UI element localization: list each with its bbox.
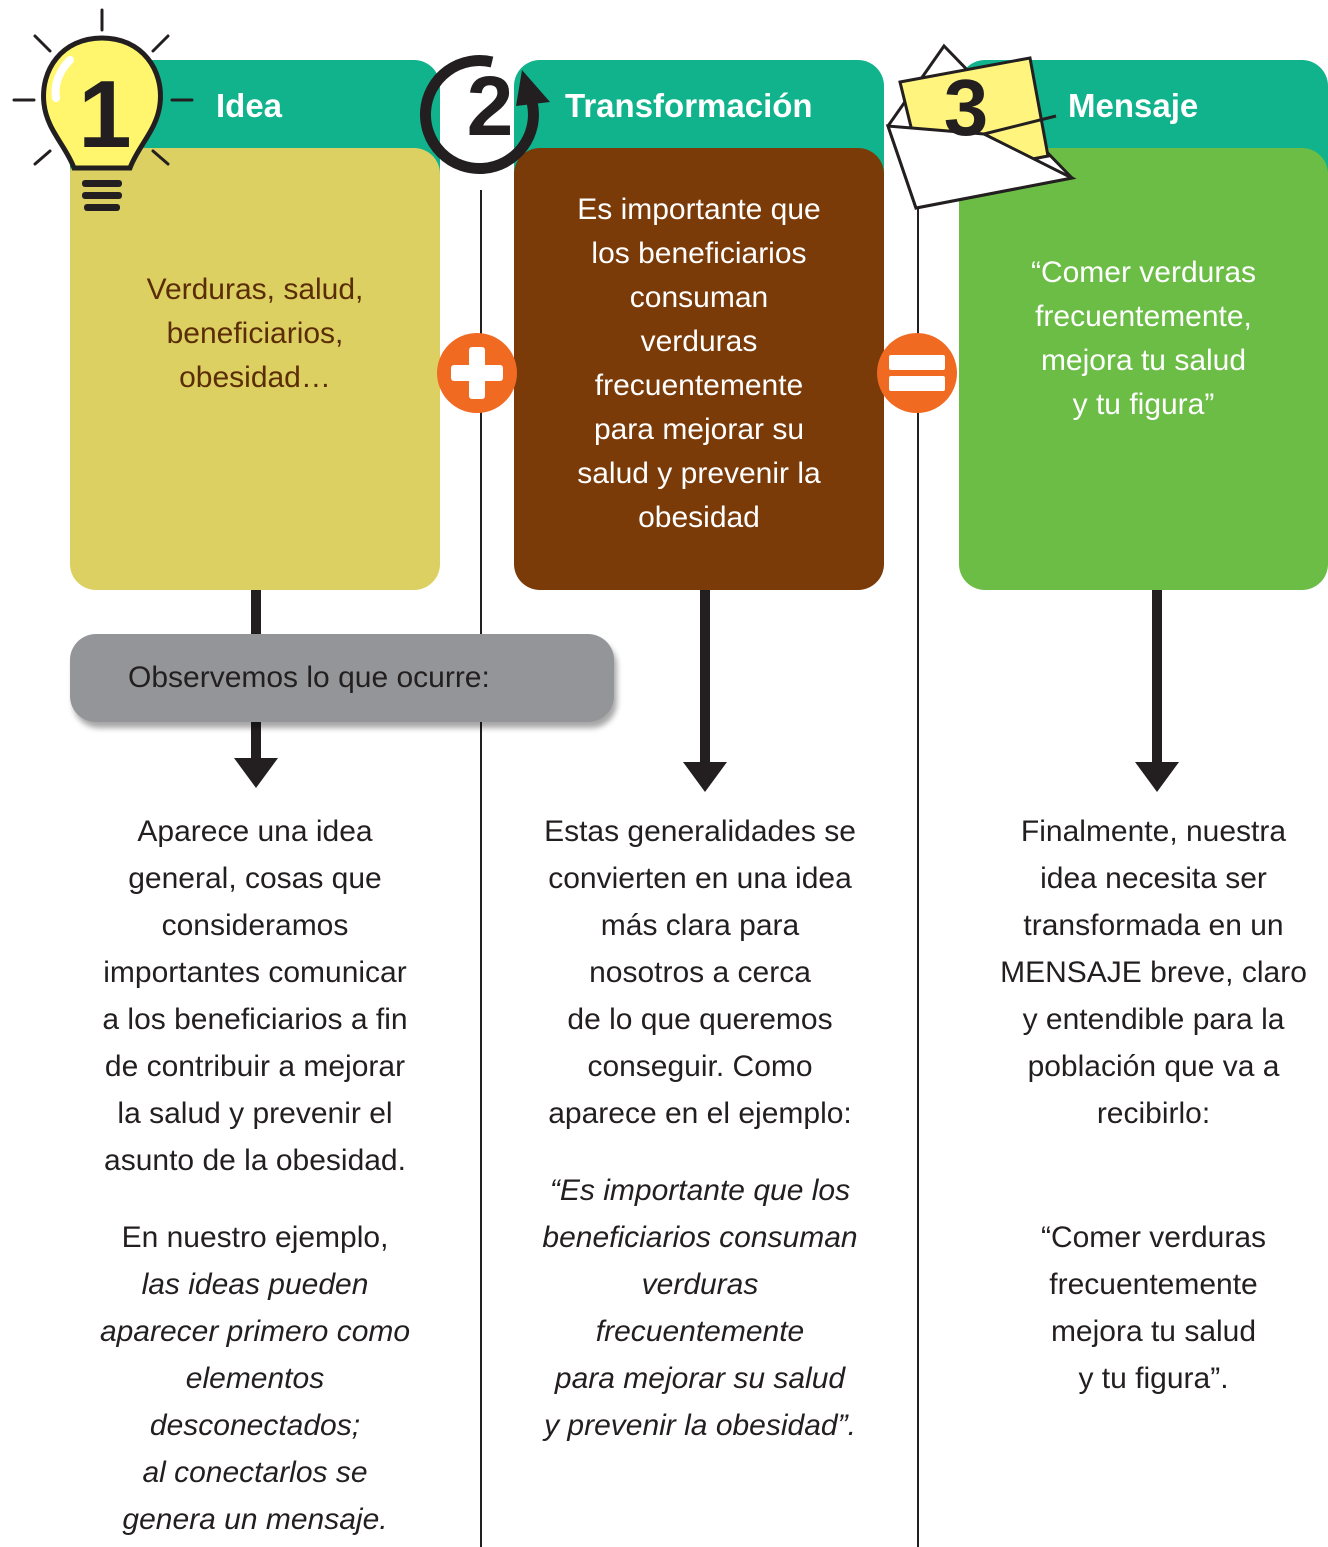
arrow-3-stem	[1152, 590, 1162, 766]
divider-line-2	[917, 190, 919, 1547]
divider-line-1	[480, 190, 482, 1547]
step-2-description: Estas generalidades se convierten en una…	[544, 815, 856, 1130]
arrow-2-stem	[700, 590, 710, 766]
transformation-card: Es importante que los beneficiarios cons…	[514, 148, 884, 590]
lightbulb-icon	[0, 0, 200, 230]
idea-card: Verduras, salud, beneficiarios, obesidad…	[70, 148, 440, 590]
arrow-3-head	[1135, 762, 1179, 792]
arrow-1-head	[234, 758, 278, 788]
step-1-example-intro: En nuestro ejemplo,	[121, 1221, 389, 1254]
step-1-number: 1	[78, 61, 132, 168]
message-card: “Comer verduras frecuentemente, mejora t…	[959, 148, 1328, 590]
arrow-2-head	[683, 762, 727, 792]
plus-icon	[437, 333, 517, 413]
equals-icon	[877, 333, 957, 413]
step-2-title: Transformación	[565, 87, 813, 124]
observe-banner: Observemos lo que ocurre:	[70, 634, 614, 722]
step-2-number: 2	[466, 59, 514, 153]
step-3-title: Mensaje	[1068, 87, 1199, 124]
step-3-number: 3	[943, 63, 989, 152]
step-3-example-text: “Comer verduras frecuentemente mejora tu…	[1040, 1221, 1267, 1395]
step-2-example-text: “Es importante que los beneficiarios con…	[542, 1174, 858, 1442]
envelope-icon	[880, 30, 1090, 220]
step-1-title: Idea	[216, 87, 283, 124]
step-3-description: Finalmente, nuestra idea necesita ser tr…	[1000, 815, 1307, 1130]
step-1-description: Aparece una idea general, cosas que cons…	[102, 815, 408, 1177]
step-1-example-text: las ideas pueden aparecer primero como e…	[99, 1268, 411, 1536]
cycle-arrow-icon	[419, 40, 560, 190]
